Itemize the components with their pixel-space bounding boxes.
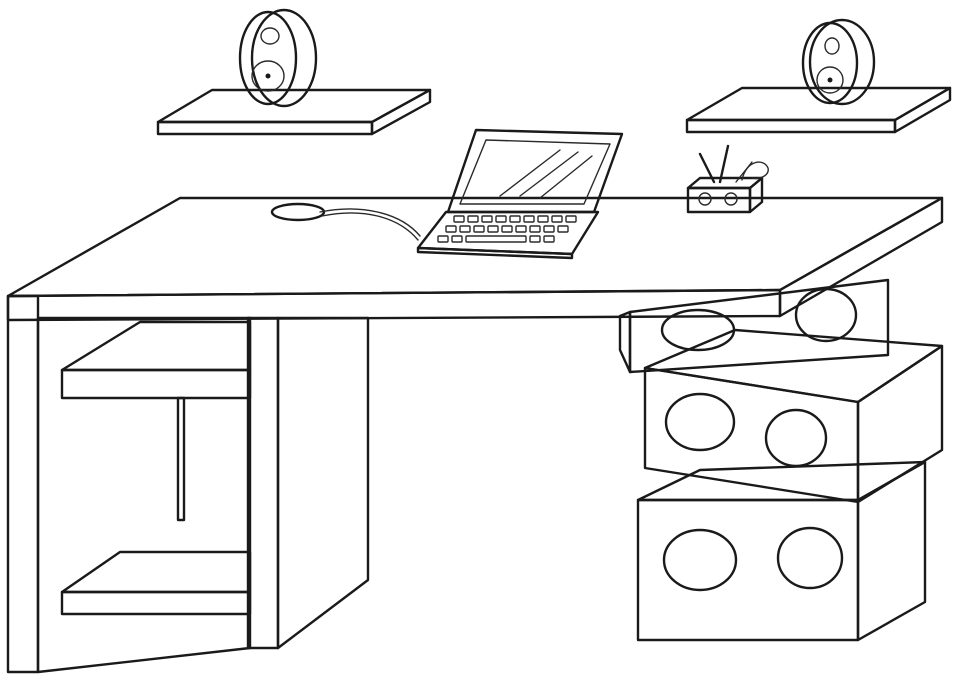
wall-shelf-left <box>156 88 432 136</box>
speaker-right <box>801 18 876 106</box>
storage-cube-middle <box>643 328 944 504</box>
storage-cube-top <box>618 278 890 374</box>
speaker-left <box>238 8 318 108</box>
wall-shelf-right <box>685 86 952 134</box>
desk-inner-shelf <box>60 320 252 616</box>
desk-top <box>6 196 944 322</box>
computer-mouse <box>270 202 421 241</box>
desk-left-leg-panel <box>6 294 370 674</box>
laptop <box>416 128 624 260</box>
pen-holder <box>686 144 769 214</box>
